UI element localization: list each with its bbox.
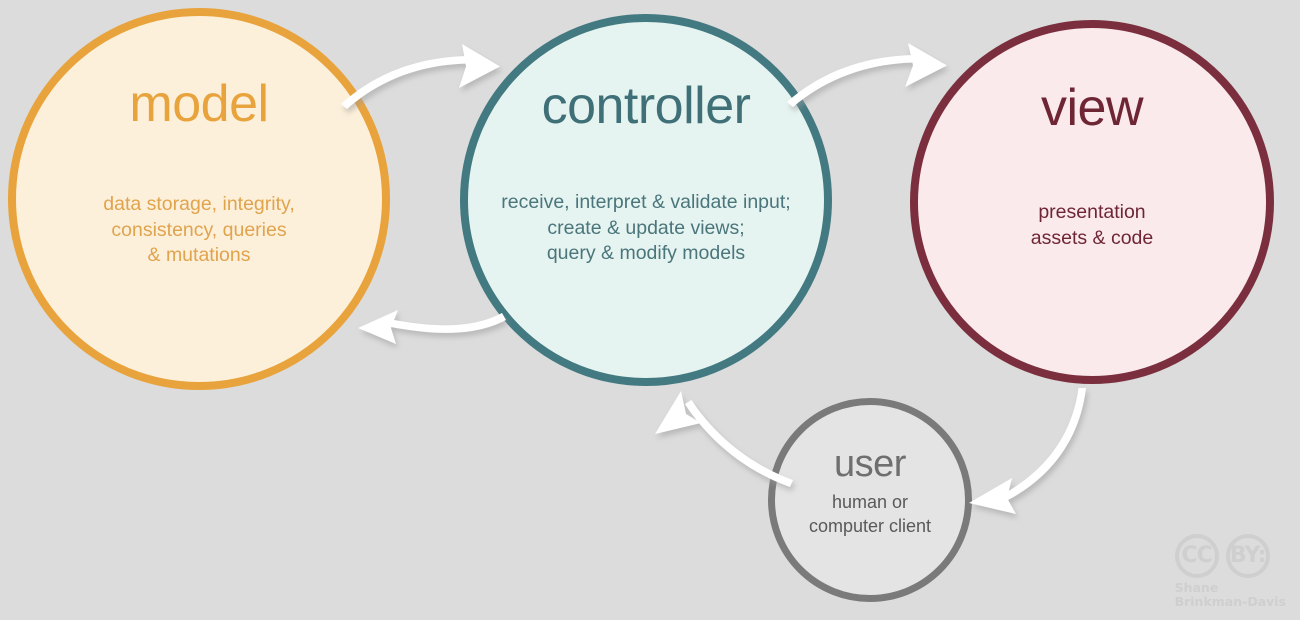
node-view-title: view: [1040, 79, 1144, 137]
license-marks: CC BY:: [1174, 533, 1270, 578]
node-view-description: presentation assets & code: [1030, 201, 1154, 249]
arrow-model-to-controller: [341, 44, 500, 109]
node-user[interactable]: user human or computer client: [768, 398, 972, 602]
creative-commons-attribution: CC BY: Shane Brinkman-Davis: [1174, 533, 1286, 611]
node-user-description: human or computer client: [808, 492, 932, 536]
cc-icon: CC: [1174, 533, 1219, 578]
arrow-controller-to-view: [787, 43, 947, 107]
arrow-view-to-user: [969, 388, 1086, 514]
node-view[interactable]: view presentation assets & code: [910, 20, 1274, 384]
by-icon: BY:: [1225, 533, 1270, 578]
node-controller-title: controller: [541, 77, 751, 135]
node-controller-description: receive, interpret & validate input; cre…: [501, 191, 791, 265]
node-model-title: model: [129, 75, 269, 133]
node-model[interactable]: model data storage, integrity, consisten…: [8, 8, 390, 390]
author-credit: Shane Brinkman-Davis: [1174, 579, 1286, 610]
node-controller[interactable]: controller receive, interpret & validate…: [460, 14, 832, 386]
node-model-description: data storage, integrity, consistency, qu…: [103, 193, 295, 267]
arrow-controller-to-model: [358, 310, 506, 344]
node-user-title: user: [834, 443, 906, 485]
